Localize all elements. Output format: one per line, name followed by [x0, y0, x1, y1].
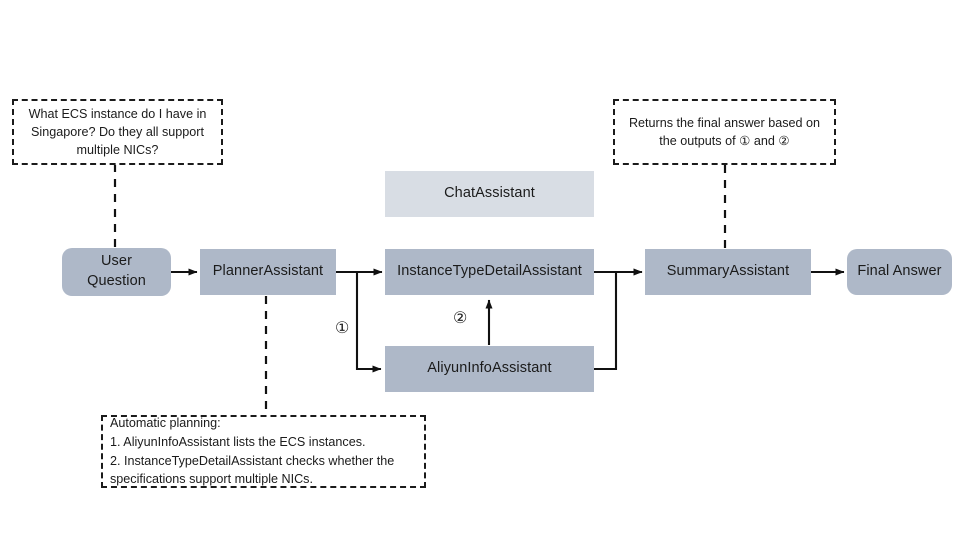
node-chat-assistant[interactable]: ChatAssistant [385, 171, 594, 217]
node-aliyun-info-assistant[interactable]: AliyunInfoAssistant [385, 346, 594, 392]
node-instance-type-detail-assistant[interactable]: InstanceTypeDetailAssistant [385, 249, 594, 295]
node-final-answer-label: Final Answer [857, 263, 942, 280]
step-one-marker: ① [335, 321, 349, 337]
node-user-question-label: User Question [87, 253, 146, 289]
node-instance-type-detail-assistant-label: InstanceTypeDetailAssistant [397, 263, 582, 280]
step-two-label: ② [453, 310, 468, 327]
node-chat-assistant-label: ChatAssistant [444, 185, 535, 202]
callout-summary: Returns the final answer based on the ou… [613, 99, 836, 165]
callout-planner: Automatic planning: 1. AliyunInfoAssista… [101, 415, 426, 488]
step-two-marker: ② [453, 311, 467, 327]
arrow-planner-to-aliyun [336, 270, 382, 373]
callout-summary-text: Returns the final answer based on the ou… [628, 115, 821, 148]
node-planner-assistant[interactable]: PlannerAssistant [200, 249, 336, 295]
arrow-aliyun-to-summary [593, 268, 643, 371]
node-final-answer[interactable]: Final Answer [847, 249, 952, 295]
callout-user-question: What ECS instance do I have in Singapore… [12, 99, 223, 165]
callout-user-question-text: What ECS instance do I have in Singapore… [28, 106, 207, 158]
node-planner-assistant-label: PlannerAssistant [212, 263, 324, 280]
node-summary-assistant-label: SummaryAssistant [666, 263, 790, 280]
node-summary-assistant[interactable]: SummaryAssistant [645, 249, 811, 295]
node-aliyun-info-assistant-label: AliyunInfoAssistant [427, 360, 552, 377]
callout-planner-text: Automatic planning: 1. AliyunInfoAssista… [110, 415, 395, 487]
step-one-label: ① [335, 320, 350, 337]
node-user-question[interactable]: User Question [62, 248, 171, 296]
